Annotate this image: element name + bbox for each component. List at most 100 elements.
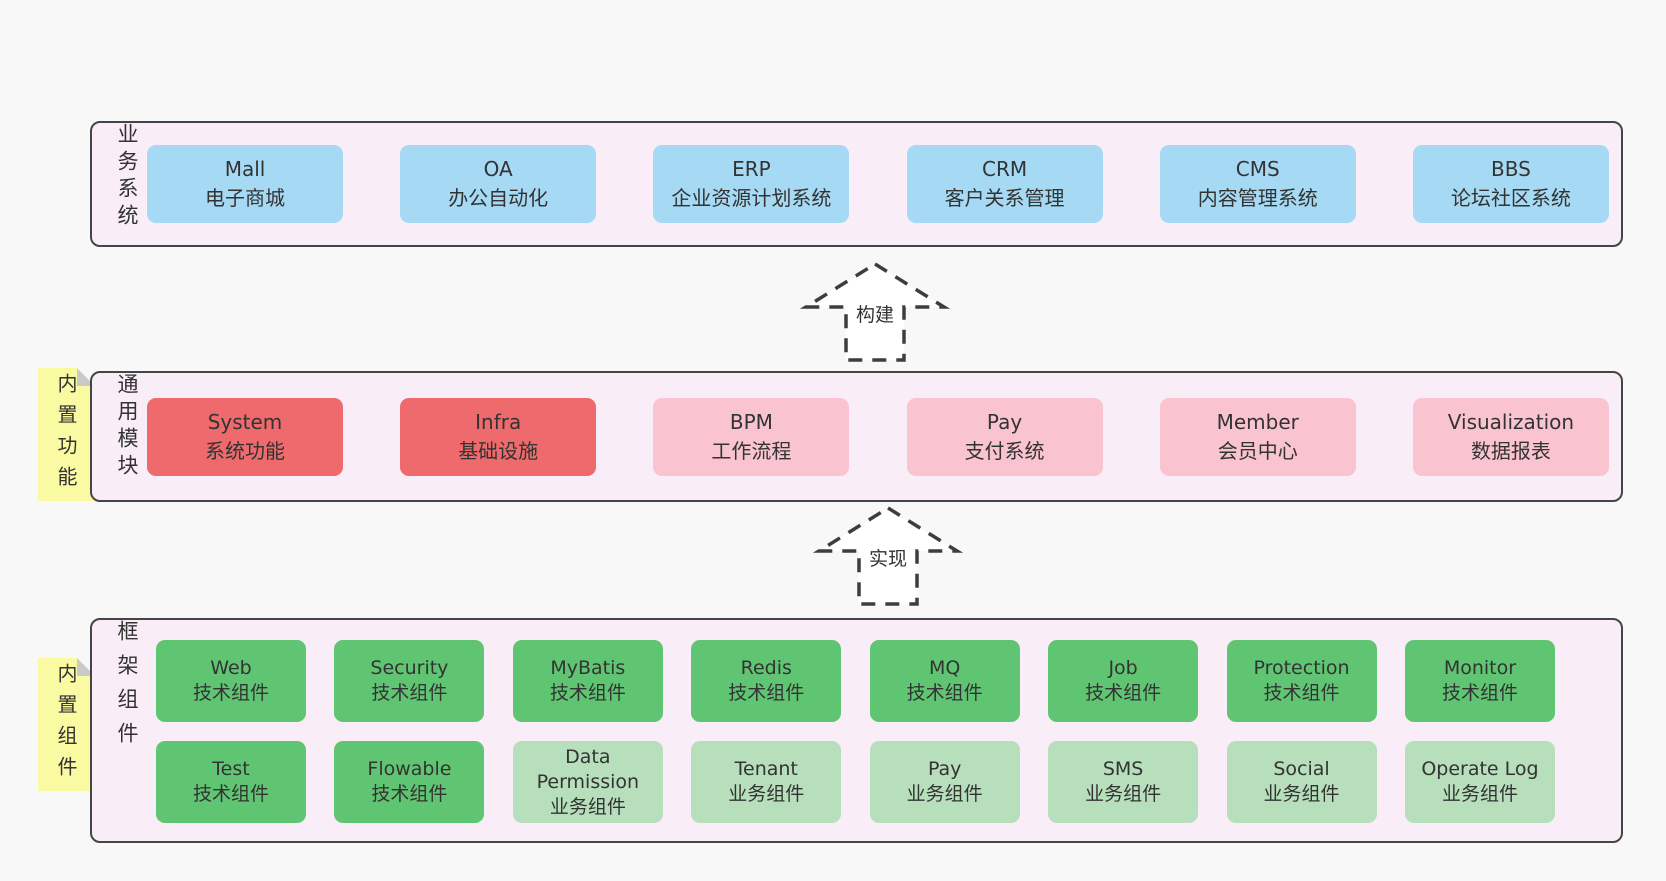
box-crm: CRM 客户关系管理	[906, 145, 1103, 223]
implement-arrow: 实现	[813, 504, 963, 608]
box-title: System	[207, 409, 283, 434]
box-title: Operate Log	[1421, 758, 1539, 780]
box-sms: SMS 业务组件	[1048, 741, 1199, 823]
box-operate-log: Operate Log 业务组件	[1404, 741, 1555, 823]
box-bbs: BBS 论坛社区系统	[1412, 145, 1609, 223]
sticky-note-text: 内置组件	[54, 662, 78, 787]
box-pay: Pay 支付系统	[906, 397, 1103, 476]
box-job: Job 技术组件	[1048, 640, 1199, 722]
box-subtitle: 技术组件	[1441, 682, 1518, 704]
box-subtitle: 技术组件	[192, 682, 269, 704]
business-box-row: Mall 电子商城 OA 办公自动化 ERP 企业资源计划系统 CRM 客户关系…	[147, 123, 1609, 245]
box-title: BBS	[1491, 157, 1531, 181]
box-subtitle: 支付系统	[964, 438, 1045, 463]
box-title: Data Permission	[536, 745, 640, 793]
box-title: OA	[483, 157, 513, 181]
band-framework-components: 框架组件 Web 技术组件 Security 技术组件 MyBatis 技术组件…	[90, 618, 1623, 843]
box-subtitle: 业务组件	[1263, 783, 1340, 805]
box-bpm: BPM 工作流程	[653, 397, 850, 476]
box-pay-biz: Pay 业务组件	[869, 741, 1020, 823]
implement-arrow-label: 实现	[864, 544, 912, 571]
box-title: Redis	[740, 657, 792, 679]
box-subtitle: 技术组件	[1085, 682, 1162, 704]
box-social: Social 业务组件	[1226, 741, 1377, 823]
box-system: System 系统功能	[147, 397, 343, 476]
box-security: Security 技术组件	[334, 640, 485, 722]
box-title: Pay	[986, 409, 1023, 434]
box-title: CMS	[1235, 157, 1280, 181]
band-common-modules: 通用模块 System 系统功能 Infra 基础设施 BPM 工作流程 Pay…	[90, 371, 1623, 502]
box-subtitle: 技术组件	[549, 682, 626, 704]
box-subtitle: 内容管理系统	[1197, 186, 1318, 210]
box-title: Web	[210, 657, 252, 679]
box-protection: Protection 技术组件	[1226, 640, 1377, 722]
box-subtitle: 技术组件	[1263, 682, 1340, 704]
band-business-systems: 业务系统 Mall 电子商城 OA 办公自动化 ERP 企业资源计划系统 CRM…	[90, 121, 1623, 247]
box-mall: Mall 电子商城	[147, 145, 343, 223]
box-title: MyBatis	[550, 657, 626, 679]
sticky-note-text: 内置功能	[54, 372, 78, 497]
box-web: Web 技术组件	[156, 640, 306, 722]
box-subtitle: 会员中心	[1217, 438, 1298, 463]
box-title: Infra	[475, 409, 522, 434]
box-test: Test 技术组件	[156, 741, 306, 823]
band-framework-label: 框架组件	[115, 620, 139, 756]
box-subtitle: 基础设施	[458, 438, 539, 463]
box-mybatis: MyBatis 技术组件	[512, 640, 663, 722]
box-visualization: Visualization 数据报表	[1412, 397, 1609, 476]
build-arrow: 构建	[800, 260, 950, 364]
build-arrow-label: 构建	[851, 300, 899, 327]
box-infra: Infra 基础设施	[400, 397, 597, 476]
box-subtitle: 系统功能	[205, 438, 285, 463]
box-erp: ERP 企业资源计划系统	[653, 145, 850, 223]
box-monitor: Monitor 技术组件	[1404, 640, 1555, 722]
box-subtitle: 技术组件	[906, 682, 983, 704]
box-subtitle: 业务组件	[1085, 783, 1162, 805]
box-subtitle: 技术组件	[371, 783, 448, 805]
box-title: Flowable	[367, 758, 452, 780]
sticky-note-builtin-components: 内置组件	[38, 658, 95, 791]
sticky-note-builtin-features: 内置功能	[38, 368, 95, 501]
framework-rows: Web 技术组件 Security 技术组件 MyBatis 技术组件 Redi…	[156, 640, 1555, 823]
box-title: Job	[1108, 657, 1138, 679]
box-subtitle: 业务组件	[906, 783, 983, 805]
box-subtitle: 业务组件	[1441, 783, 1518, 805]
box-subtitle: 业务组件	[549, 795, 626, 818]
box-subtitle: 电子商城	[205, 186, 285, 210]
box-subtitle: 办公自动化	[448, 186, 549, 210]
box-title: Tenant	[734, 758, 798, 780]
framework-row-2: Test 技术组件 Flowable 技术组件 Data Permission …	[156, 741, 1555, 823]
box-title: Test	[212, 758, 250, 780]
box-subtitle: 技术组件	[728, 682, 805, 704]
band-modules-label: 通用模块	[115, 373, 139, 481]
box-oa: OA 办公自动化	[400, 145, 597, 223]
box-subtitle: 客户关系管理	[944, 186, 1065, 210]
box-title: Pay	[927, 758, 962, 780]
framework-row-1: Web 技术组件 Security 技术组件 MyBatis 技术组件 Redi…	[156, 640, 1555, 722]
box-data-permission: Data Permission 业务组件	[512, 741, 663, 823]
box-title: CRM	[982, 157, 1028, 181]
box-title: BPM	[729, 409, 773, 434]
box-redis: Redis 技术组件	[691, 640, 842, 722]
box-subtitle: 技术组件	[192, 783, 269, 805]
modules-box-row: System 系统功能 Infra 基础设施 BPM 工作流程 Pay 支付系统…	[147, 373, 1609, 500]
box-title: MQ	[929, 657, 961, 679]
box-subtitle: 工作流程	[711, 438, 792, 463]
box-title: Social	[1273, 758, 1330, 780]
box-title: SMS	[1102, 758, 1144, 780]
box-subtitle: 数据报表	[1470, 438, 1551, 463]
box-subtitle: 企业资源计划系统	[671, 186, 832, 210]
band-business-label: 业务系统	[115, 123, 139, 231]
box-title: Security	[370, 657, 449, 679]
box-tenant: Tenant 业务组件	[691, 741, 842, 823]
box-title: ERP	[732, 157, 771, 181]
box-title: Member	[1216, 409, 1299, 434]
box-member: Member 会员中心	[1159, 397, 1356, 476]
box-cms: CMS 内容管理系统	[1159, 145, 1356, 223]
box-subtitle: 论坛社区系统	[1450, 186, 1571, 210]
box-title: Protection	[1253, 657, 1350, 679]
box-subtitle: 技术组件	[371, 682, 448, 704]
box-flowable: Flowable 技术组件	[334, 741, 485, 823]
box-title: Monitor	[1443, 657, 1517, 679]
